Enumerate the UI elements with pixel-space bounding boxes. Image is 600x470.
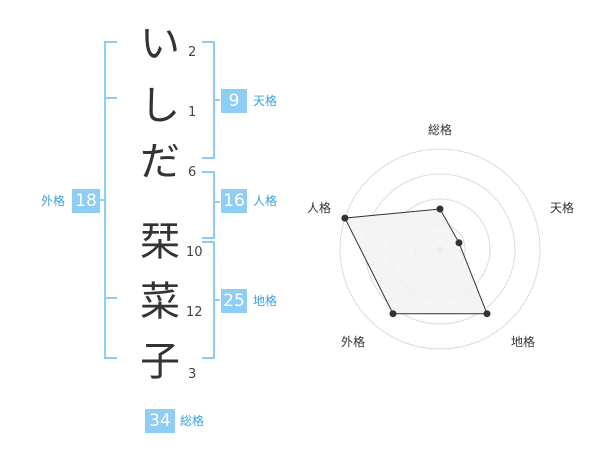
- stroke-count-4: 10: [186, 245, 203, 260]
- stroke-count-3: 6: [188, 165, 197, 180]
- radar-chart: [339, 148, 541, 350]
- tenkaku-value: 9: [221, 89, 247, 113]
- chikaku-bracket: [202, 241, 220, 359]
- name-char-4: 栞: [140, 219, 180, 265]
- radar-point-2: [455, 239, 463, 247]
- name-char-6: 子: [140, 339, 180, 385]
- gaikaku-value: 18: [72, 189, 100, 213]
- radar-point-4: [389, 310, 397, 318]
- bracket-lines: [99, 41, 220, 359]
- radar-label-soukaku: 総格: [428, 123, 453, 137]
- name-char-3: だ: [140, 139, 180, 185]
- gaikaku-inner-ticks: [105, 97, 117, 299]
- name-char-5: 菜: [140, 279, 180, 325]
- jinkaku-bracket: [202, 171, 220, 239]
- stroke-count-2: 1: [188, 105, 197, 120]
- stroke-count-5: 12: [186, 305, 203, 320]
- soukaku-value: 34: [145, 409, 175, 433]
- name-char-1: い: [140, 21, 180, 67]
- jinkaku-value: 16: [221, 189, 247, 213]
- radar-point-1: [436, 205, 444, 213]
- tenkaku-bracket: [202, 41, 220, 159]
- jinkaku-label: 人格: [253, 194, 278, 208]
- radar-label-chikaku: 地格: [511, 335, 536, 349]
- radar-label-tenkaku: 天格: [550, 201, 575, 215]
- radar-label-gaikaku: 外格: [341, 335, 366, 349]
- chikaku-label: 地格: [253, 294, 278, 308]
- gaikaku-bracket: [99, 41, 117, 359]
- radar-label-jinkaku: 人格: [307, 201, 332, 215]
- tenkaku-label: 天格: [253, 94, 278, 108]
- stroke-count-1: 2: [188, 45, 197, 60]
- stroke-count-6: 3: [188, 367, 197, 382]
- radar-polygon: [344, 208, 488, 315]
- soukaku-label: 総格: [180, 414, 205, 428]
- radar-point-5: [341, 214, 349, 222]
- radar-ring-4: [339, 148, 541, 350]
- name-char-2: し: [140, 83, 180, 129]
- chikaku-value: 25: [221, 289, 247, 313]
- gaikaku-label: 外格: [41, 194, 66, 208]
- radar-point-3: [483, 310, 491, 318]
